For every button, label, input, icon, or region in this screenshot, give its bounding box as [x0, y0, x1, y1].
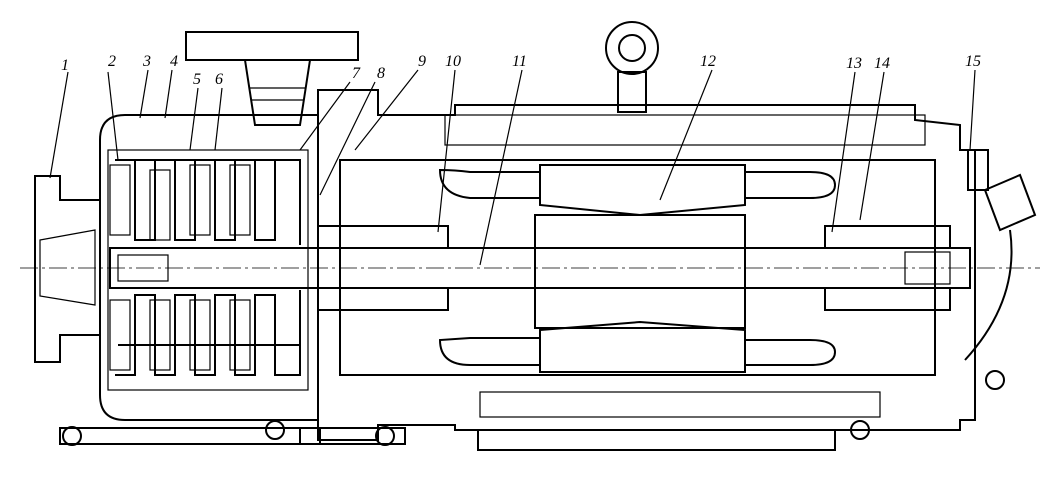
callout-9: 9	[354, 53, 426, 151]
callout-label-8: 8	[377, 65, 385, 82]
callouts: 1 2 3 4 5 6 7 8	[49, 53, 981, 266]
lifting-eye	[605, 21, 659, 113]
callout-10: 10	[437, 53, 461, 233]
stator	[438, 164, 837, 373]
callout-3: 3	[139, 53, 151, 119]
callout-label-14: 14	[874, 55, 890, 72]
callout-11: 11	[479, 53, 527, 266]
callout-6: 6	[214, 71, 223, 151]
callout-label-15: 15	[965, 53, 981, 70]
callout-2: 2	[107, 53, 119, 161]
callout-1: 1	[49, 57, 69, 179]
base-feet	[59, 370, 1005, 451]
callout-5: 5	[189, 71, 201, 151]
callout-label-7: 7	[352, 65, 361, 82]
discharge-flange	[185, 31, 359, 126]
pump-casing	[99, 114, 319, 421]
callout-label-2: 2	[108, 53, 116, 70]
bearing-rear	[824, 225, 951, 311]
callout-label-1: 1	[61, 57, 69, 74]
callout-label-5: 5	[193, 71, 201, 88]
callout-label-13: 13	[846, 55, 862, 72]
callout-8: 8	[319, 65, 385, 196]
callout-label-3: 3	[142, 53, 151, 70]
callout-12: 12	[659, 53, 716, 201]
callout-15: 15	[965, 53, 981, 151]
callout-13: 13	[831, 55, 862, 233]
rotor	[534, 214, 746, 329]
callout-7: 7	[299, 65, 361, 151]
bearing-front	[317, 225, 449, 311]
callout-label-6: 6	[215, 71, 223, 88]
inlet-flange	[34, 175, 101, 363]
callout-label-12: 12	[700, 53, 716, 70]
callout-label-4: 4	[170, 53, 178, 70]
callout-14: 14	[859, 55, 890, 221]
callout-label-9: 9	[418, 53, 426, 70]
callout-label-10: 10	[445, 53, 461, 70]
motor-housing	[317, 89, 976, 441]
callout-4: 4	[164, 53, 178, 119]
callout-label-11: 11	[512, 53, 527, 70]
terminal-box	[964, 149, 1037, 361]
shaft	[109, 247, 971, 289]
